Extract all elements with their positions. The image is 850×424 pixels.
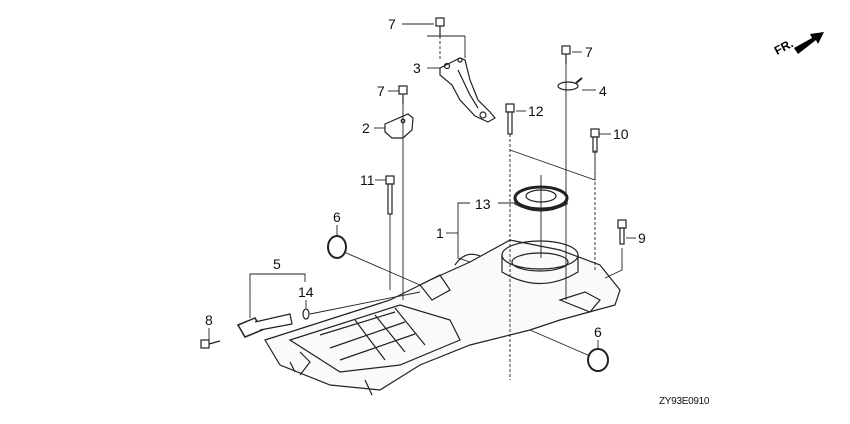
callout-9: 9 — [638, 230, 646, 246]
callout-4: 4 — [599, 83, 607, 99]
callout-5: 5 — [273, 256, 281, 272]
callout-7-left: 7 — [377, 83, 385, 99]
callout-6-left: 6 — [333, 209, 341, 225]
callout-7-top: 7 — [388, 16, 396, 32]
callout-7-right: 7 — [585, 44, 593, 60]
leader-lines — [208, 23, 636, 380]
callout-1: 1 — [436, 225, 444, 241]
housing-part-1 — [264, 239, 621, 396]
clip-part-4 — [557, 77, 583, 91]
callout-13: 13 — [475, 196, 491, 212]
callout-10: 10 — [613, 126, 629, 142]
callout-3: 3 — [413, 60, 421, 76]
callout-14: 14 — [298, 284, 314, 300]
callout-11: 11 — [360, 172, 375, 188]
callout-8: 8 — [205, 312, 213, 328]
diagram-code: ZY93E0910 — [659, 396, 710, 407]
sensor-part-5 — [236, 308, 310, 338]
bracket-part-3 — [439, 57, 496, 123]
arrow-icon — [794, 32, 824, 54]
callout-12: 12 — [528, 103, 544, 119]
front-direction-indicator: FR. — [772, 26, 832, 62]
bracket-part-2 — [384, 113, 414, 139]
callout-6-right: 6 — [594, 324, 602, 340]
callout-2: 2 — [362, 120, 370, 136]
